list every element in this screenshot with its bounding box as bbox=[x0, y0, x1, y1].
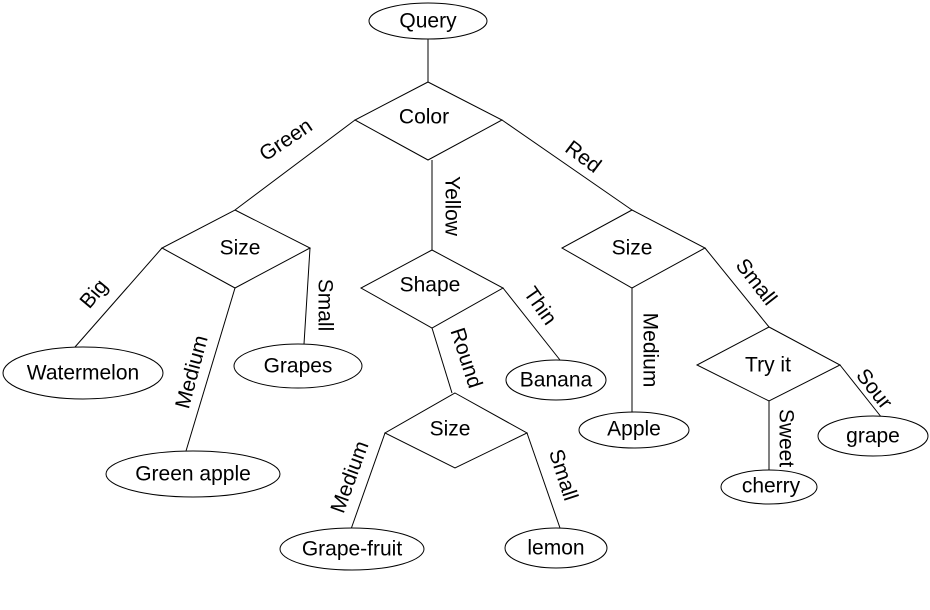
apple-ellipse bbox=[578, 411, 690, 449]
lemon-ellipse bbox=[504, 527, 608, 569]
edge-label-thin: Thin bbox=[519, 283, 561, 330]
node-size-green: Size bbox=[160, 209, 312, 289]
cherry-ellipse bbox=[720, 469, 818, 505]
size-round-diamond bbox=[383, 392, 529, 469]
edge-label-small-round: Small bbox=[544, 446, 582, 503]
node-cherry: cherry bbox=[720, 469, 818, 505]
edge-shape-size-round bbox=[431, 327, 453, 394]
node-banana: Banana bbox=[505, 359, 607, 401]
banana-label: Banana bbox=[520, 369, 593, 392]
size-green-label: Size bbox=[220, 237, 261, 260]
grape-ellipse bbox=[817, 415, 929, 457]
edge-size-round-grapefruit bbox=[349, 432, 386, 533]
node-size-red: Size bbox=[560, 209, 707, 289]
query-label: Query bbox=[399, 10, 457, 33]
green-apple-label: Green apple bbox=[135, 463, 251, 486]
cherry-label: cherry bbox=[742, 475, 801, 498]
edge-label-yellow: Yellow bbox=[441, 176, 464, 237]
grapes-ellipse bbox=[233, 343, 363, 389]
try-it-label: Try it bbox=[745, 354, 791, 377]
edge-size-green-watermelon bbox=[74, 247, 163, 348]
shape-diamond bbox=[359, 249, 505, 329]
edge-size-round-lemon bbox=[526, 432, 561, 529]
edge-size-green-green-apple bbox=[185, 287, 236, 452]
node-lemon: lemon bbox=[504, 527, 608, 569]
edge-label-round: Round bbox=[446, 325, 487, 391]
edge-label-medium-round: Medium bbox=[326, 438, 373, 516]
size-green-diamond bbox=[160, 209, 312, 289]
node-apple: Apple bbox=[578, 411, 690, 449]
node-grapes: Grapes bbox=[233, 343, 363, 389]
edge-shape-banana bbox=[502, 287, 561, 361]
edge-label-big: Big bbox=[75, 275, 112, 313]
try-it-diamond bbox=[695, 326, 842, 402]
color-diamond bbox=[353, 81, 504, 161]
grapefruit-label: Grape-fruit bbox=[302, 538, 403, 561]
color-label: Color bbox=[399, 106, 449, 129]
edge-color-size-red bbox=[501, 119, 633, 211]
grapes-label: Grapes bbox=[264, 355, 333, 378]
connectors bbox=[74, 39, 883, 533]
size-red-label: Size bbox=[612, 237, 653, 260]
edge-color-size-green bbox=[234, 119, 356, 211]
grapefruit-ellipse bbox=[279, 527, 425, 571]
edge-label-medium-green: Medium bbox=[171, 333, 213, 411]
edge-label-red: Red bbox=[561, 136, 606, 178]
edge-try-it-grape bbox=[839, 364, 883, 419]
node-watermelon: Watermelon bbox=[2, 346, 164, 400]
banana-ellipse bbox=[505, 359, 607, 401]
edge-label-sour: Sour bbox=[851, 364, 896, 413]
watermelon-label: Watermelon bbox=[27, 362, 139, 385]
edge-size-red-try-it bbox=[704, 247, 770, 328]
node-grape: grape bbox=[817, 415, 929, 457]
size-red-diamond bbox=[560, 209, 707, 289]
edge-label-green: Green bbox=[255, 114, 316, 166]
node-try-it: Try it bbox=[695, 326, 842, 402]
grape-label: grape bbox=[846, 425, 900, 448]
green-apple-ellipse bbox=[105, 450, 281, 498]
node-color: Color bbox=[353, 81, 504, 161]
edge-size-green-grapes bbox=[303, 247, 311, 345]
node-query: Query bbox=[368, 2, 488, 40]
watermelon-ellipse bbox=[2, 346, 164, 400]
node-grapefruit: Grape-fruit bbox=[279, 527, 425, 571]
apple-label: Apple bbox=[607, 418, 661, 441]
edge-label-small-red: Small bbox=[731, 254, 781, 310]
lemon-label: lemon bbox=[527, 537, 584, 560]
size-round-label: Size bbox=[430, 418, 471, 441]
query-ellipse bbox=[368, 2, 488, 40]
edge-label-small-green: Small bbox=[314, 279, 337, 332]
edge-label-sweet: Sweet bbox=[775, 409, 798, 468]
node-green-apple: Green apple bbox=[105, 450, 281, 498]
node-size-round: Size bbox=[383, 392, 529, 469]
edge-label-medium-red: Medium bbox=[639, 313, 662, 388]
node-shape: Shape bbox=[359, 249, 505, 329]
shape-label: Shape bbox=[400, 274, 461, 297]
